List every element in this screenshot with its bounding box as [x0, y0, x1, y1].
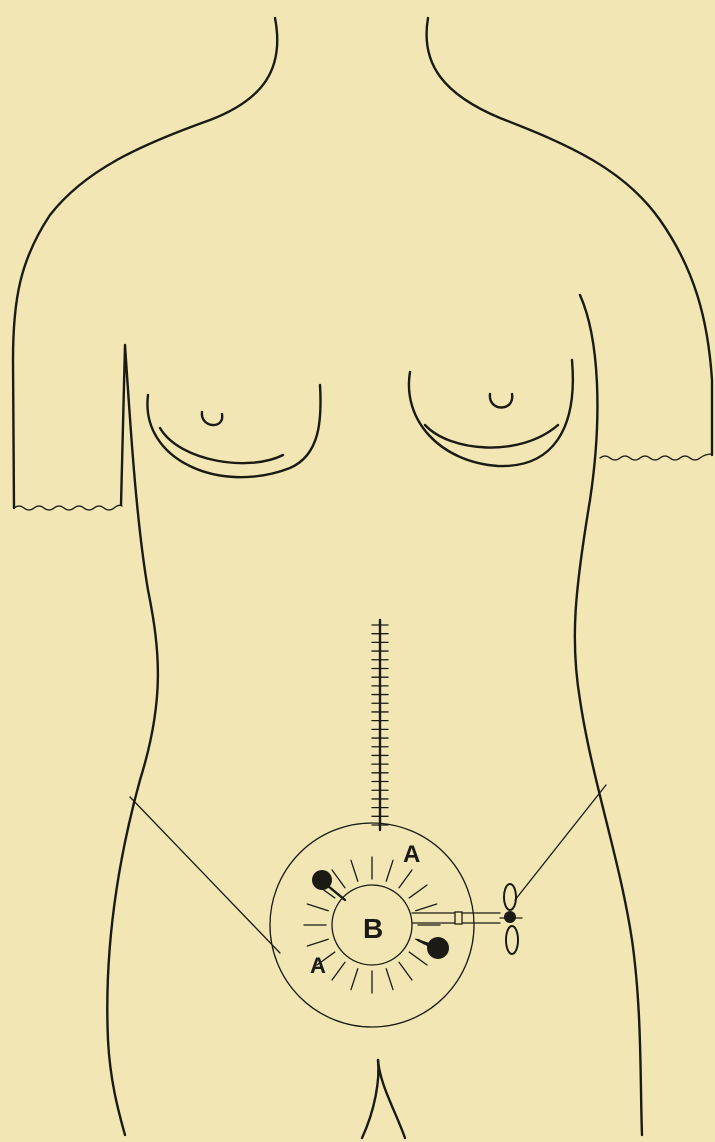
left-breast-inner [160, 428, 283, 463]
label-a-lower: A [310, 953, 326, 978]
radial-mark [386, 860, 393, 881]
crotch-right [378, 1060, 405, 1138]
midline-suture [372, 620, 388, 830]
radial-mark [386, 969, 393, 990]
radial-mark [307, 939, 328, 946]
radial-mark [409, 885, 427, 898]
label-b: B [363, 913, 383, 944]
left-inguinal-line [130, 797, 280, 953]
right-nipple [490, 394, 512, 408]
lower-right-knob [427, 937, 449, 959]
radial-mark [351, 860, 358, 881]
crotch-left [362, 1060, 378, 1138]
left-arm-cut [14, 505, 122, 510]
radial-mark [416, 904, 437, 911]
radial-mark [351, 969, 358, 990]
radial-mark [307, 904, 328, 911]
radial-mark [399, 962, 412, 980]
radial-mark [332, 962, 345, 980]
torso-outline-right [427, 18, 712, 1135]
radial-mark [399, 870, 412, 888]
upper-left-knob-stem [328, 886, 345, 900]
radial-mark [409, 952, 427, 965]
right-breast-inner [425, 425, 558, 448]
torso-outline-left [13, 18, 277, 1135]
right-arm-cut [600, 454, 712, 460]
radial-mark [332, 870, 345, 888]
right-breast [409, 360, 573, 466]
left-nipple [202, 412, 222, 425]
label-a-upper: A [403, 841, 420, 868]
right-inguinal-line [515, 785, 606, 900]
